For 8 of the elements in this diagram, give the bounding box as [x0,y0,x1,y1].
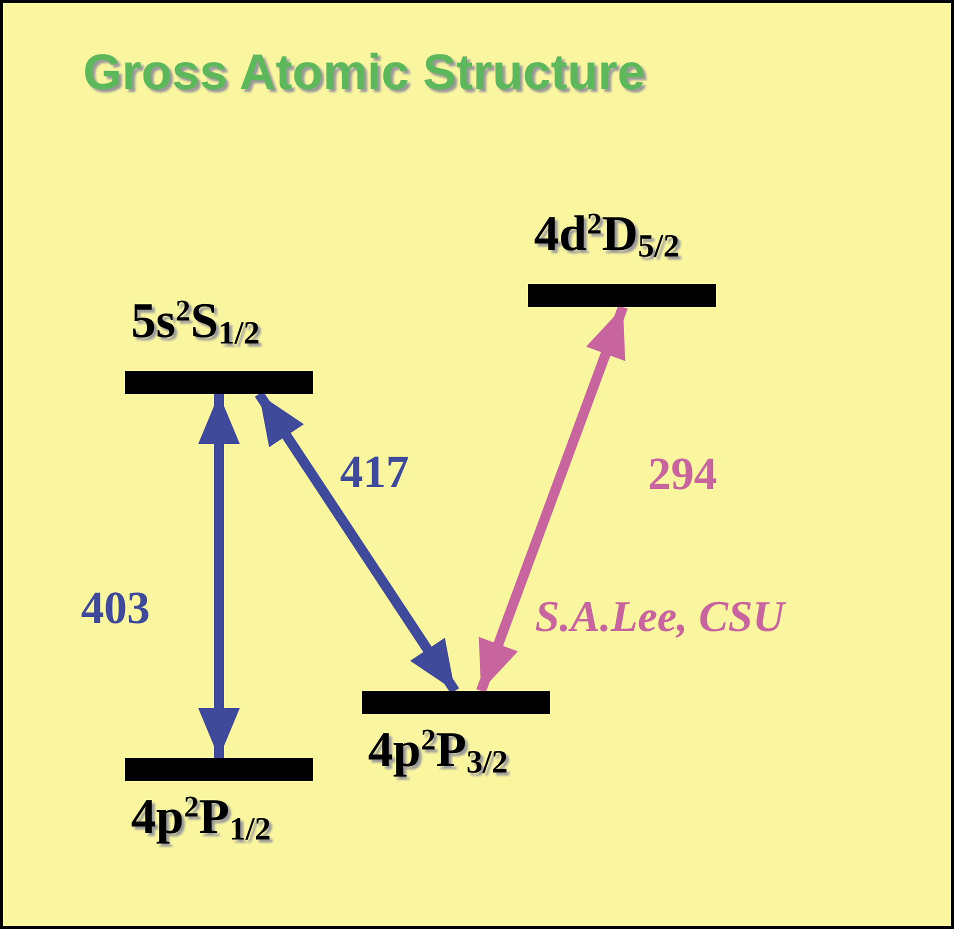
energy-level-label: 5s$^{2}$S$_{1/2}$ [131,295,260,350]
double-arrow [476,305,628,693]
energy-level-label: 4p$^{2}$P$_{1/2}$ [131,791,271,846]
credit-note: S.A.Lee, CSU [535,595,784,639]
double-arrow [198,394,240,758]
energy-level-label: 4p$^{2}$P$_{3/2}$ [368,724,508,779]
diagram-title: Gross Atomic Structure [83,43,646,101]
energy-level-label: 4d$^{2}$D$_{5/2}$ [534,208,680,263]
